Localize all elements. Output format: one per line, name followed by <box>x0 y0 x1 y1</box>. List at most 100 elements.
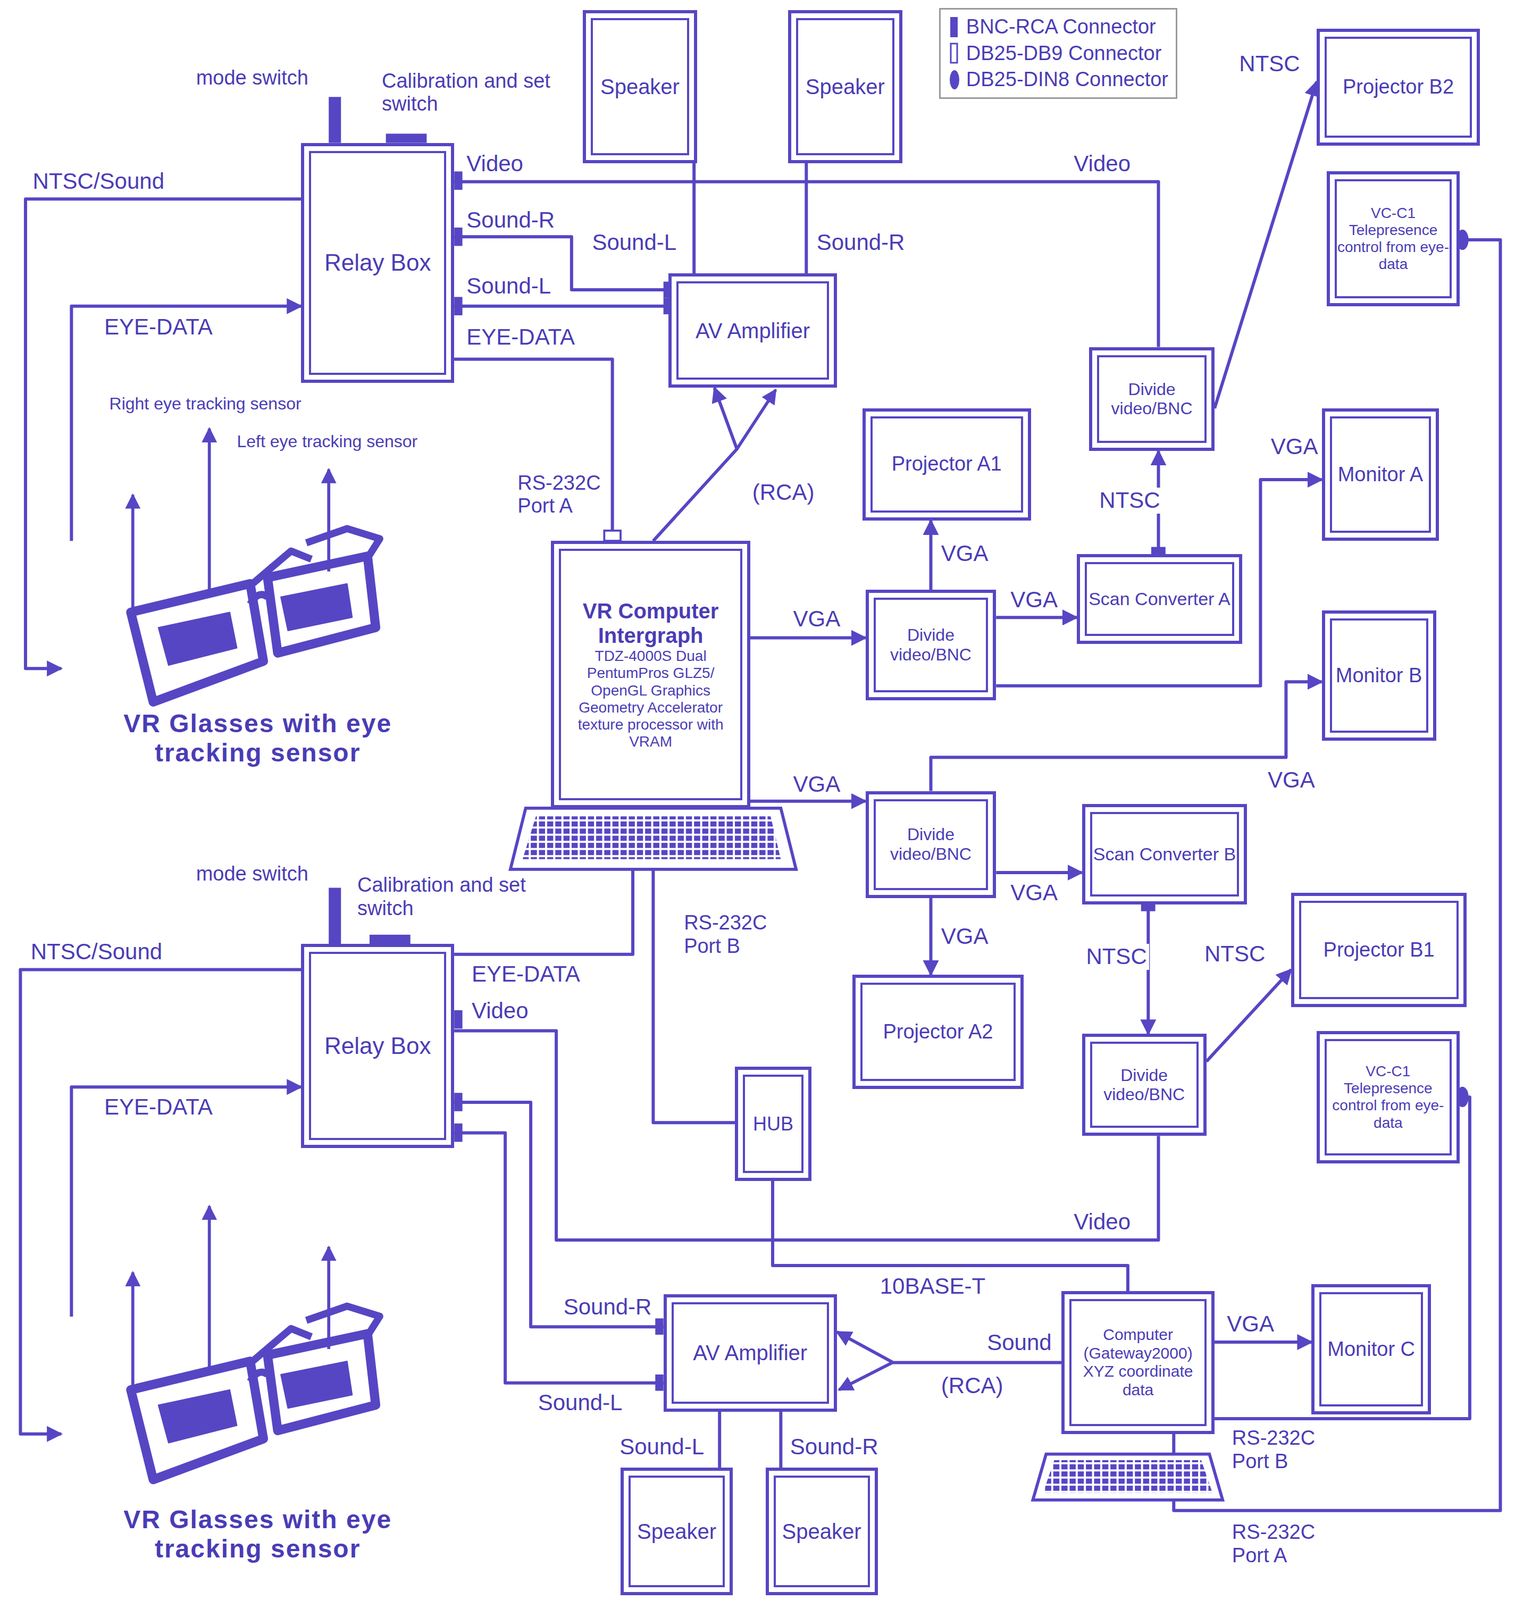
node-title: Projector B2 <box>1326 75 1471 99</box>
sensor-label: Left eye tracking sensor <box>234 431 420 452</box>
node-title: Relay Box <box>310 249 445 277</box>
signal-label: Sound-R <box>464 207 557 233</box>
signal-label: EYE-DATA <box>464 324 577 350</box>
switch-label: mode switch <box>194 862 311 886</box>
connector-label: Video <box>469 998 531 1024</box>
node-title: Divide video/BNC <box>875 824 987 865</box>
signal-label: (RCA) <box>939 1373 1006 1399</box>
signal-wire <box>454 181 1159 348</box>
signal-wire <box>454 1102 664 1327</box>
signal-wire <box>717 1411 722 1469</box>
signal-wire <box>454 1133 664 1384</box>
amplifier-box: AV Amplifier <box>668 273 837 388</box>
signal-label: VGA <box>1008 587 1060 613</box>
node-title: Speaker <box>630 1519 724 1544</box>
connector-symbol <box>655 1374 664 1392</box>
node-title: Monitor B <box>1331 664 1427 688</box>
relay-box: Relay Box <box>300 943 455 1149</box>
projector-box: Projector A2 <box>852 974 1024 1090</box>
video-divider-box: Divide video/BNC <box>865 589 997 700</box>
node-title: Relay Box <box>310 1032 445 1060</box>
glasses <box>327 469 331 572</box>
signal-label: VGA <box>1008 880 1060 906</box>
node-title: VC-C1 <box>1326 1062 1451 1081</box>
connector-symbol <box>454 1010 463 1029</box>
switch <box>328 96 341 143</box>
signal-label: NTSC <box>1083 943 1149 970</box>
node-body: Telepresence control from eye-data <box>1336 221 1451 274</box>
signal-label: (RCA) <box>750 479 817 506</box>
node-body: TDZ-4000S Dual PentumPros GLZ5/ OpenGL G… <box>560 647 741 751</box>
signal-wire <box>454 1031 1159 1241</box>
node-title: Projector A2 <box>861 1020 1015 1044</box>
connector-symbol <box>950 17 958 38</box>
node-title: Speaker <box>775 1519 869 1544</box>
speaker-box: Speaker <box>620 1467 733 1596</box>
glasses <box>280 583 353 631</box>
signal-wire <box>454 304 669 308</box>
signal-wire <box>653 387 737 541</box>
switch <box>369 934 411 944</box>
signal-wire <box>928 898 933 975</box>
legend-row: DB25-DB9 Connector <box>948 40 1169 67</box>
glasses <box>131 495 135 613</box>
switch-label: Calibration and set switch <box>379 69 554 116</box>
signal-wire <box>750 636 866 640</box>
signal-wire <box>995 615 1077 619</box>
sensor-label: Right eye tracking sensor <box>107 394 304 414</box>
signal-wire <box>750 799 866 803</box>
signal-label: EYE-DATA <box>102 314 215 340</box>
signal-label: NTSC <box>1202 941 1268 967</box>
keyboard <box>522 816 782 860</box>
node-title: Divide video/BNC <box>1098 379 1205 420</box>
signal-wire <box>995 479 1322 686</box>
vr-glasses: VR Glasses with eye tracking sensor <box>61 540 455 771</box>
port-label: RS-232C Port A <box>1229 1520 1327 1568</box>
signal-label: VGA <box>1224 1311 1277 1337</box>
node-title: AV Amplifier <box>677 318 828 343</box>
scan-converter-box: Scan Converter B <box>1082 804 1248 904</box>
connector-symbol <box>948 14 962 40</box>
vr-glasses: VR Glasses with eye tracking sensor <box>61 1316 455 1567</box>
glasses <box>130 583 264 703</box>
connector-symbol <box>948 67 962 92</box>
signal-label: Sound-L <box>617 1434 707 1460</box>
glasses <box>327 1246 331 1350</box>
legend-row: BNC-RCA Connector <box>948 13 1169 40</box>
signal-wire <box>71 306 301 541</box>
switch <box>386 133 428 143</box>
connector-symbol <box>454 171 463 190</box>
signal-label: VGA <box>791 771 843 798</box>
port-label: RS-232C Port B <box>681 911 774 958</box>
legend-row: DB25-DIN8 Connector <box>948 66 1169 93</box>
video-divider-box: Divide video/BNC <box>865 791 997 899</box>
port-label: RS-232C Port A <box>515 471 608 518</box>
legend-text: DB25-DB9 Connector <box>966 40 1162 67</box>
glasses <box>130 1206 380 1480</box>
speaker-box: Speaker <box>765 1467 878 1596</box>
node-title: Divide video/BNC <box>1091 1065 1197 1105</box>
computer-box: VR Computer IntergraphTDZ-4000S Dual Pen… <box>550 540 750 809</box>
relay-box: Relay Box <box>300 143 455 383</box>
signal-wire <box>692 163 696 274</box>
connector-symbol <box>454 227 463 247</box>
glasses <box>158 612 238 666</box>
keyboard <box>510 808 1223 1501</box>
signal-wire <box>779 1411 783 1469</box>
glasses <box>130 1361 264 1480</box>
glasses <box>207 1206 212 1375</box>
signal-label: Video <box>1071 1209 1133 1235</box>
node-title: Scan Converter A <box>1086 588 1233 610</box>
keyboard <box>510 808 797 870</box>
glasses <box>131 1272 135 1391</box>
signal-label: VGA <box>939 923 991 950</box>
node-title: VR Computer Intergraph <box>560 598 741 648</box>
legend-text: BNC-RCA Connector <box>966 13 1157 40</box>
node-title: Computer (Gateway2000) XYZ coordinate da… <box>1070 1325 1205 1400</box>
camera-control-box: VC-C1Telepresence control from eye-data <box>1316 1031 1460 1165</box>
monitor-box: Monitor C <box>1311 1284 1431 1416</box>
node-title: AV Amplifier <box>673 1340 828 1366</box>
speaker-box: Speaker <box>582 10 698 164</box>
signal-wire <box>804 163 808 274</box>
